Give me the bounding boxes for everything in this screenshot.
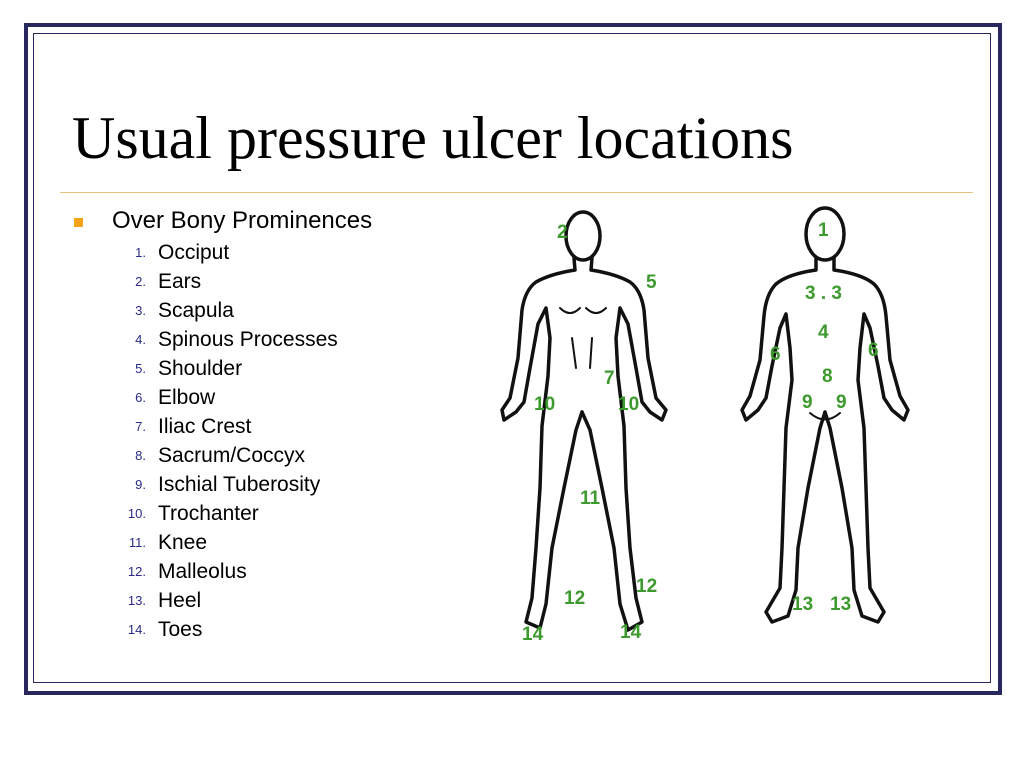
list-item-label: Ischial Tuberosity (158, 473, 321, 496)
back-label-8: 8 (822, 366, 833, 387)
list-item-label: Toes (158, 618, 203, 641)
list-item-label: Heel (158, 589, 202, 612)
front-label-10-left: 10 (534, 394, 555, 415)
front-label-12-right: 12 (636, 576, 657, 597)
list-item-label: Scapula (158, 299, 234, 322)
slide-inner-border (33, 33, 991, 683)
list-item-number: 3. (135, 303, 146, 318)
list-item-label: Elbow (158, 386, 216, 409)
back-label-1: 1 (818, 220, 829, 241)
list-item-label: Iliac Crest (158, 415, 252, 438)
list-item-label: Knee (158, 531, 208, 554)
list-item-label: Shoulder (158, 357, 243, 380)
list-item-number: 6. (135, 390, 146, 405)
list-item-label: Occiput (158, 241, 230, 264)
back-body-outline (740, 206, 910, 624)
front-label-12-left: 12 (564, 588, 585, 609)
back-label-9-left: 9 (802, 392, 813, 413)
list-item-label: Trochanter (158, 502, 259, 525)
front-body-outline (500, 210, 668, 632)
slide-title: Usual pressure ulcer locations (72, 105, 794, 171)
list-item-number: 12. (127, 564, 146, 579)
list-item-label: Malleolus (158, 560, 247, 583)
list-item-number: 11. (128, 535, 146, 550)
front-label-11: 11 (580, 488, 601, 509)
list-item-label: Ears (158, 270, 202, 293)
bullet-heading: Over Bony Prominences (112, 207, 373, 234)
slide-outer-border (24, 23, 1002, 695)
back-label-9-right: 9 (836, 392, 847, 413)
list-item-number: 10. (127, 506, 146, 521)
front-label-2: 2 (557, 222, 568, 243)
title-divider (60, 192, 973, 193)
list-item-number: 8. (135, 448, 146, 463)
back-label-4: 4 (818, 322, 829, 343)
front-label-7: 7 (604, 368, 615, 389)
list-item-number: 13. (127, 593, 146, 608)
list-item-number: 4. (135, 332, 146, 347)
list-item-label: Spinous Processes (158, 328, 338, 351)
list-item-number: 5. (135, 361, 146, 376)
list-item-number: 14. (127, 622, 146, 637)
front-label-10-right: 10 (618, 394, 639, 415)
back-label-3: 3 . 3 (805, 283, 842, 304)
list-item-label: Sacrum/Coccyx (158, 444, 306, 467)
back-label-13-left: 13 (792, 594, 813, 615)
bullet-square-icon (74, 218, 83, 227)
list-item-number: 2. (135, 274, 146, 289)
back-label-13-right: 13 (830, 594, 851, 615)
list-item-number: 7. (135, 419, 146, 434)
list-item-number: 1. (135, 245, 146, 260)
back-label-6-right: 6 (868, 340, 879, 361)
front-label-5: 5 (646, 272, 657, 293)
body-diagram: 2 5 7 10 10 11 12 12 14 14 1 3 . 3 4 6 6… (480, 198, 940, 650)
list-item-number: 9. (135, 477, 146, 492)
back-label-6-left: 6 (770, 344, 781, 365)
front-label-14-right: 14 (620, 622, 642, 643)
front-label-14-left: 14 (522, 624, 544, 645)
